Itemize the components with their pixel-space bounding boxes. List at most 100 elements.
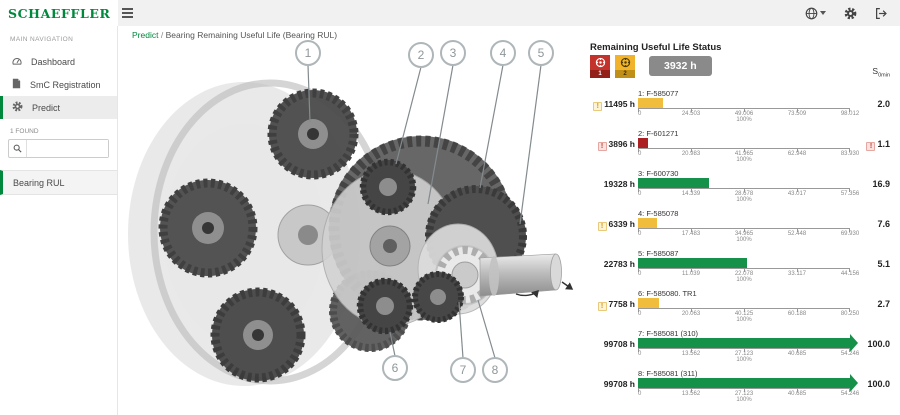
svg-text:7: 7 [460, 363, 467, 377]
bearing-label: 6: F-585080. TR1 [638, 289, 697, 298]
search-icon[interactable] [9, 140, 27, 157]
warning-count: 2 [615, 70, 635, 78]
bearing-label: 3: F-600730 [638, 169, 679, 178]
min-rul-badge: 3932 h [649, 56, 712, 76]
bearing-label: 8: F-585081 (311) [638, 369, 698, 378]
axis-center-label: 100% [736, 277, 752, 283]
search-input[interactable] [27, 140, 108, 157]
page-title: Bearing Remaining Useful Life (Bearing R… [165, 30, 338, 40]
bearing-hours: 99708 h [603, 379, 635, 389]
hamburger-menu-icon[interactable] [122, 8, 134, 18]
rul-bar-fill [638, 378, 850, 388]
callout-4[interactable]: 4 [490, 40, 516, 66]
callout-2[interactable]: 2 [408, 42, 434, 68]
critical-count: 1 [590, 70, 610, 78]
panel-title: Remaining Useful Life Status [590, 42, 722, 53]
top-header: SCHAEFFLER [0, 0, 900, 26]
callout-7[interactable]: 7 [450, 357, 476, 383]
rul-bar-fill [638, 338, 850, 348]
callouts: 1 2 3 4 5 6 7 8 [295, 40, 554, 383]
sidebar-item-bearing-rul[interactable]: Bearing RUL [0, 170, 117, 195]
bearing-hours: 99708 h [603, 339, 635, 349]
sidebar: MAIN NAVIGATION Dashboard SmC Registrati… [0, 26, 118, 415]
axis-center-label: 100% [736, 117, 752, 123]
shaft-direction-arrow-icon [561, 281, 574, 290]
callout-3[interactable]: 3 [440, 40, 466, 66]
callout-8[interactable]: 8 [482, 357, 508, 383]
warning-icon: ! [597, 302, 607, 311]
header-toolbar [805, 0, 888, 26]
svg-text:4: 4 [500, 46, 507, 60]
svg-text:1: 1 [305, 46, 312, 60]
rotation-arrow-icon [515, 289, 539, 298]
bearing-hours: 19328 h [603, 179, 635, 189]
sidebar-item-predict[interactable]: Predict [0, 96, 117, 119]
bearing-warning-icon[interactable]: 2 [615, 55, 635, 78]
bearing-hours: !11495 h [590, 99, 635, 111]
axis-center-label: 100% [736, 157, 752, 163]
sign-out-icon[interactable] [875, 7, 888, 20]
s0min-value: 5.1 [877, 259, 890, 269]
callout-1[interactable]: 1 [295, 40, 321, 66]
rul-bar-fill [638, 258, 748, 268]
s0min-value: 7.6 [877, 219, 890, 229]
rul-bar-fill [638, 138, 648, 148]
overflow-arrow-icon [850, 334, 858, 352]
sidebar-item-dashboard[interactable]: Dashboard [0, 50, 117, 73]
warning-icon: ! [593, 102, 603, 111]
schaeffler-logo: SCHAEFFLER [8, 5, 111, 21]
svg-text:2: 2 [418, 48, 425, 62]
s0min-value: 2.7 [877, 299, 890, 309]
brand-area: SCHAEFFLER [0, 0, 134, 26]
axis-center-label: 100% [736, 357, 752, 363]
globe-icon[interactable] [805, 7, 826, 20]
rul-bar-fill [638, 98, 663, 108]
sidebar-item-label: Bearing RUL [13, 177, 65, 188]
s0min-value: !1.1 [866, 139, 890, 151]
dashboard-icon [12, 56, 22, 68]
axis-center-label: 100% [736, 317, 752, 323]
bearing-hours: !6339 h [590, 219, 635, 231]
axis-center-label: 100% [736, 237, 752, 243]
breadcrumb-predict-link[interactable]: Predict [132, 30, 159, 40]
callout-6[interactable]: 6 [382, 355, 408, 381]
overflow-arrow-icon [850, 374, 858, 392]
sidebar-search [8, 139, 109, 158]
s0min-value: 2.0 [877, 99, 890, 109]
bearing-label: 7: F-585081 (310) [638, 329, 699, 338]
callout-5[interactable]: 5 [528, 40, 554, 66]
gear-icon [12, 101, 23, 114]
sidebar-section-label: MAIN NAVIGATION [10, 36, 74, 43]
axis-center-label: 100% [736, 197, 752, 203]
bearing-critical-icon[interactable]: 1 [590, 55, 610, 78]
s0min-column-header: S0min [872, 66, 890, 79]
breadcrumb: Predict / Bearing Remaining Useful Life … [132, 30, 337, 40]
svg-text:8: 8 [492, 363, 499, 377]
rul-bar-fill [638, 218, 658, 228]
s0min-value: 16.9 [872, 179, 890, 189]
rul-bar-fill [638, 178, 710, 188]
rul-bar-fill [638, 298, 659, 308]
warning-icon: ! [866, 142, 876, 151]
bearing-label: 1: F-585077 [638, 89, 679, 98]
sidebar-item-smc-registration[interactable]: SmC Registration [0, 73, 117, 96]
settings-icon[interactable] [844, 7, 857, 20]
gearbox-diagram: 1 2 3 4 5 6 7 8 [128, 40, 574, 386]
main-content: Predict / Bearing Remaining Useful Life … [118, 26, 900, 415]
